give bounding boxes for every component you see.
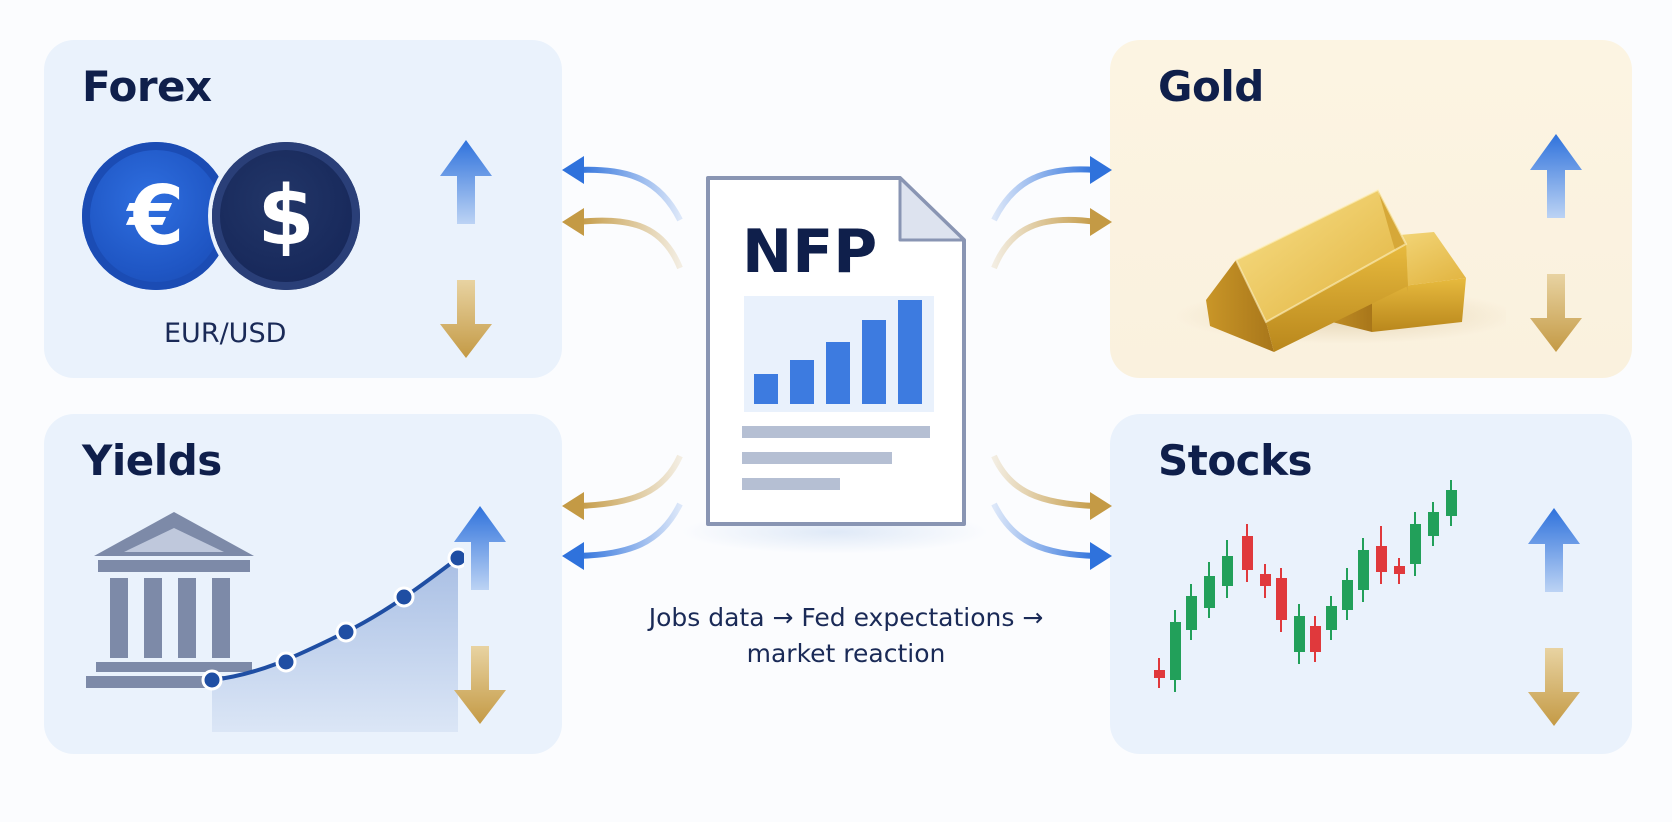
candle [1170,610,1181,692]
candle [1294,604,1305,664]
flow-caption: Jobs data → Fed expectations → market re… [560,600,1132,672]
forex-title: Forex [82,62,212,111]
stocks-panel: Stocks [1110,414,1632,754]
candle [1342,568,1353,620]
candle [1204,562,1215,618]
nfp-title: NFP [742,217,877,287]
candle [1394,558,1405,584]
candle [1446,480,1457,526]
down-arrow-icon [440,280,492,358]
down-arrow-icon [1528,648,1580,726]
up-down-arrows [440,140,492,358]
up-arrow-icon [454,506,506,590]
forex-panel: Forex € $ EUR/USD [44,40,562,378]
stocks-title: Stocks [1158,436,1313,485]
candlestick-chart-icon [1154,480,1457,692]
caption-line-1: Jobs data → Fed expectations → [648,603,1044,632]
candle [1186,584,1197,640]
caption-line-2: market reaction [746,639,946,668]
up-down-arrows [1528,508,1580,726]
flow-arrows [562,156,1112,570]
arrow-to-forex-blue [562,156,683,222]
candle [1410,512,1421,576]
candle [1358,538,1369,602]
gold-bars-icon [1176,188,1506,352]
euro-coin-icon: € [82,142,230,290]
candle [1276,568,1287,632]
arrow-to-stocks-gold [991,454,1112,520]
candle [1242,524,1253,582]
up-arrow-icon [440,140,492,224]
candle [1310,616,1321,662]
candle [1326,596,1337,640]
up-down-arrows [454,506,506,724]
arrow-to-yields-blue [562,502,683,570]
arrow-to-stocks-blue [991,502,1112,570]
gold-panel: Gold [1110,40,1632,378]
dollar-coin-icon: $ [212,142,360,290]
up-arrow-icon [1530,134,1582,218]
arrow-to-gold-blue [991,156,1112,222]
pair-label: EUR/USD [164,318,287,349]
bar-chart-icon [754,300,922,404]
arrow-to-gold-gold [991,208,1112,270]
yields-title: Yields [82,436,222,485]
rising-yield-curve-icon [201,547,464,732]
candle [1376,526,1387,584]
down-arrow-icon [1530,274,1582,352]
down-arrow-icon [454,646,506,724]
up-arrow-icon [1528,508,1580,592]
dollar-symbol: $ [257,168,315,264]
gold-title: Gold [1158,62,1264,111]
candle [1154,658,1165,688]
arrow-to-forex-gold [562,208,683,270]
report-document-icon: NFP [706,176,966,526]
candle [1428,502,1439,546]
yields-panel: Yields [44,414,562,754]
candle [1260,564,1271,598]
euro-symbol: € [127,168,185,264]
candle [1222,540,1233,598]
up-down-arrows [1530,134,1582,352]
arrow-to-yields-gold [562,454,683,520]
